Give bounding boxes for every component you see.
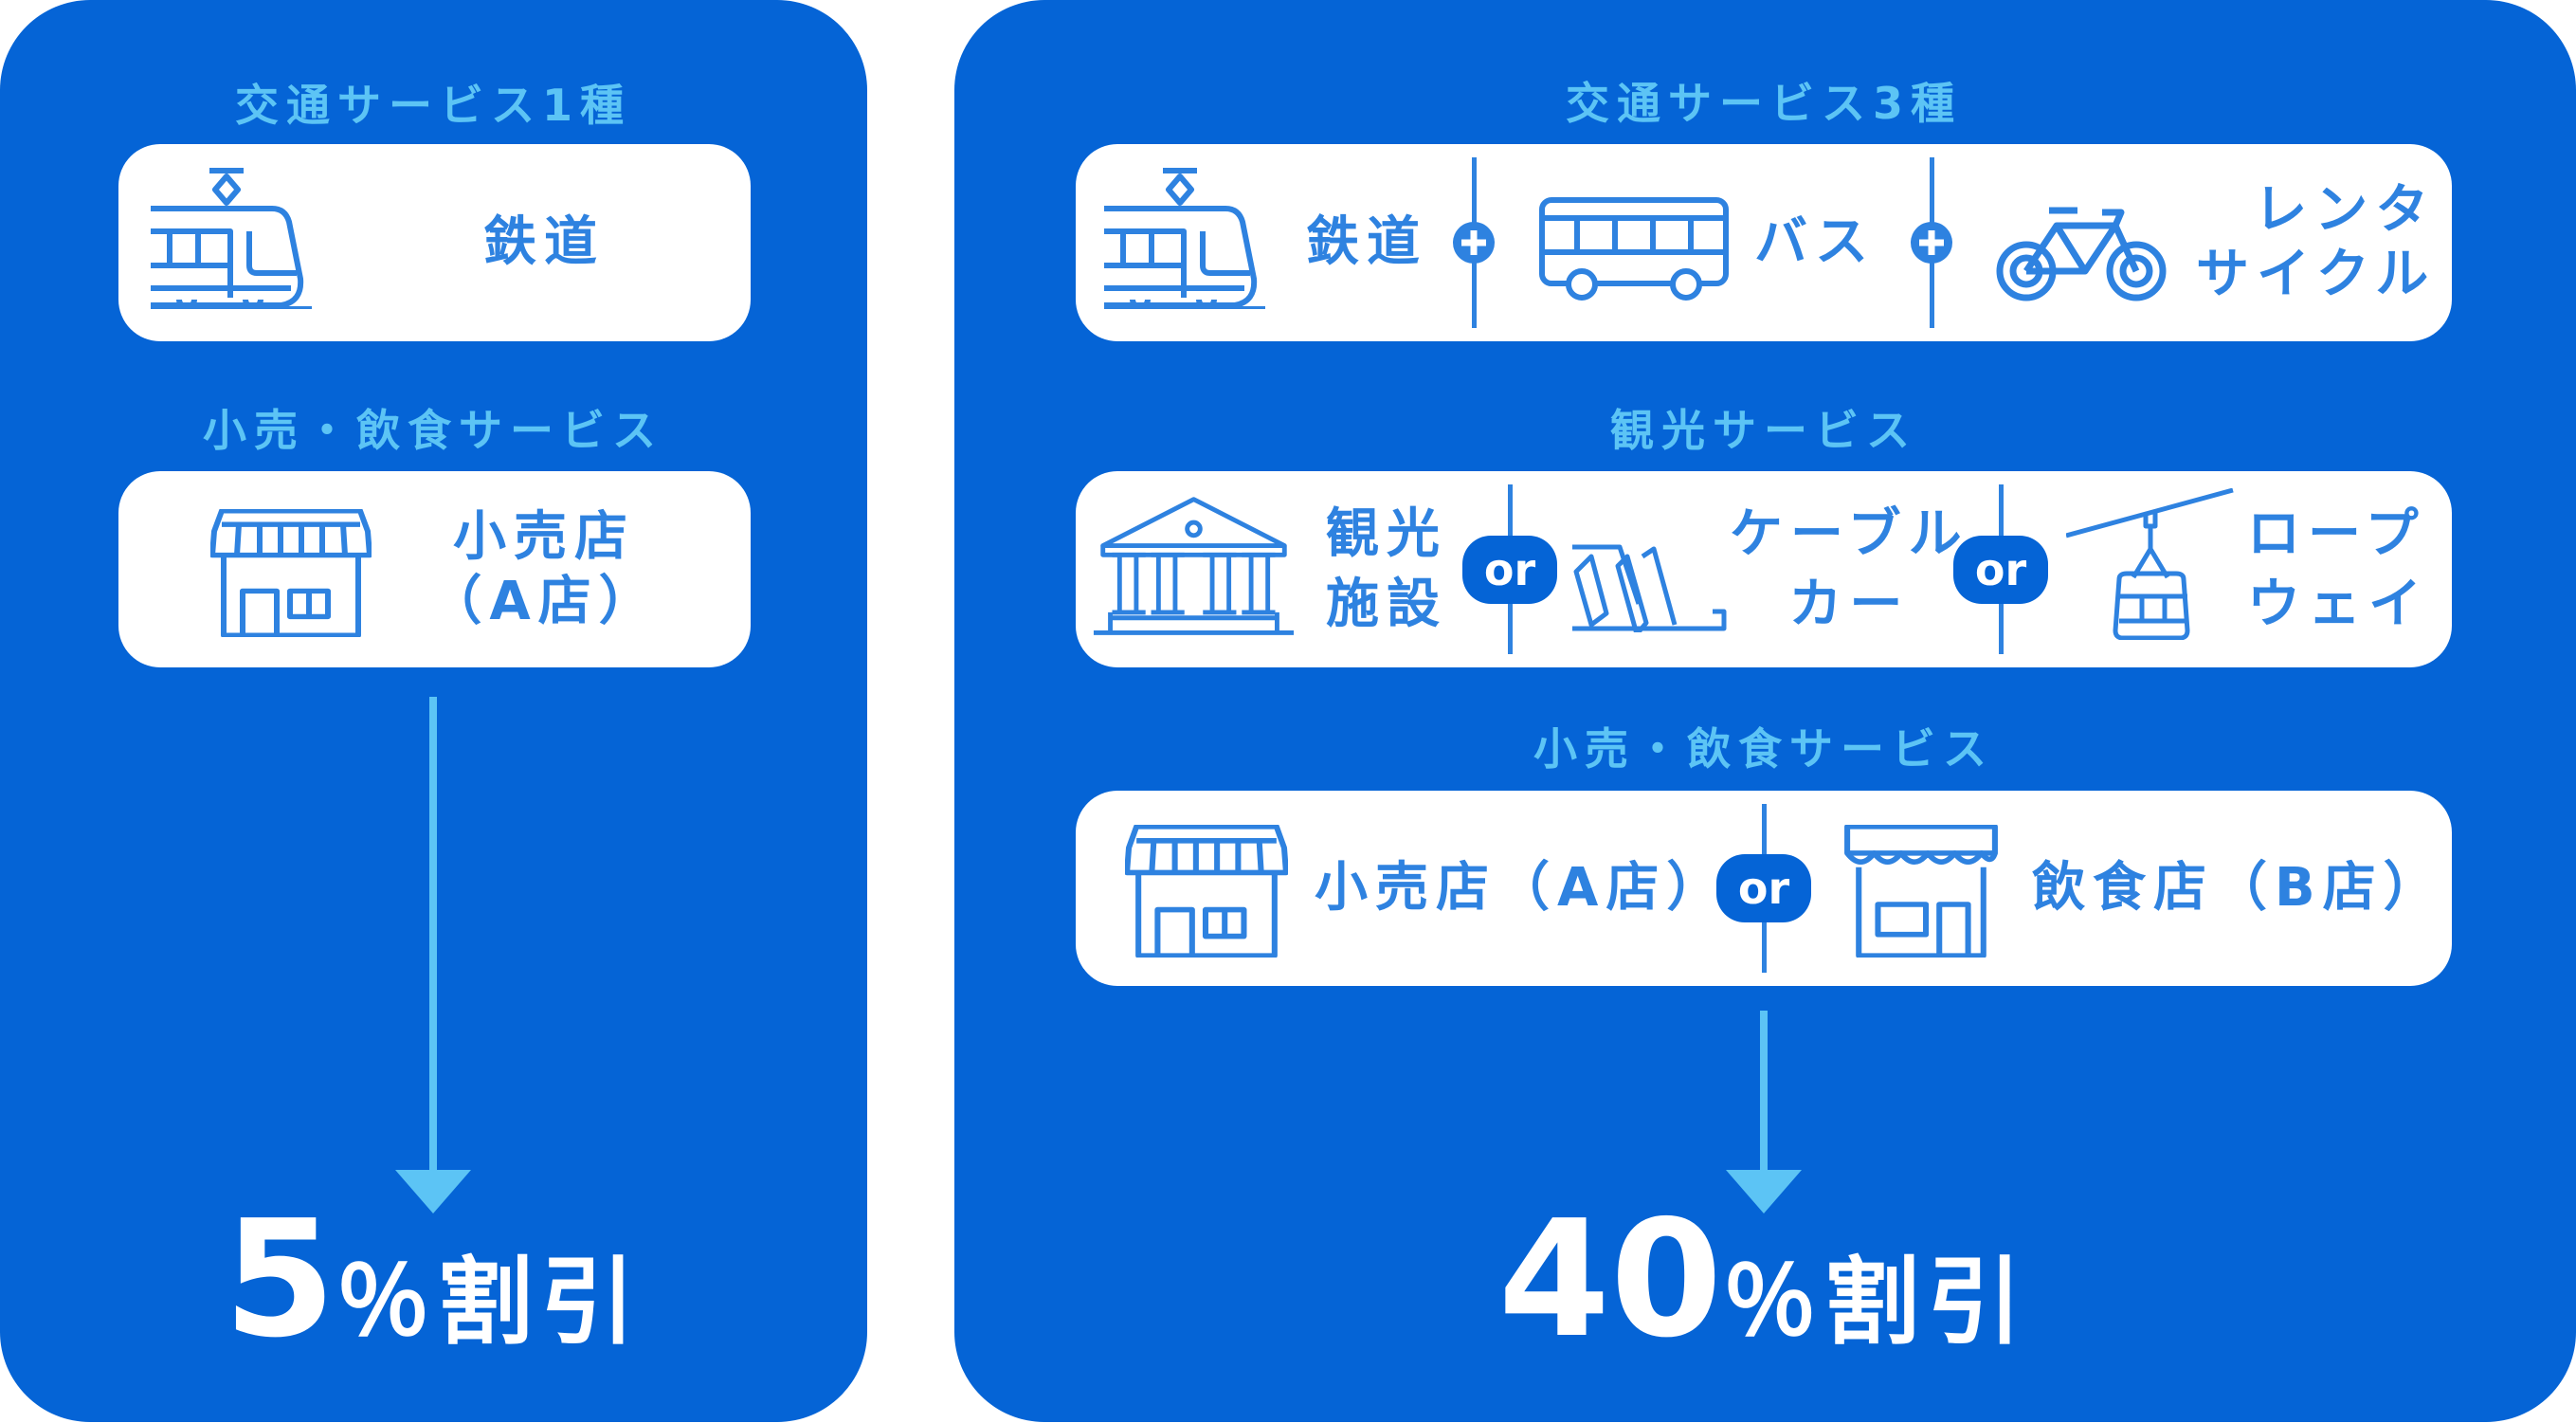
restaurant-icon (1840, 825, 2003, 958)
train-icon (151, 167, 312, 309)
restaurant-text: 飲食店（B店） (2032, 857, 2444, 919)
ropeway-line1: ロープ (2247, 503, 2426, 565)
rental-cycle-text: レンタ サイクル (2196, 178, 2436, 307)
discount-number: 40 (1497, 1186, 1723, 1374)
discount-suffix: ％割引 (1722, 1247, 2030, 1358)
retail-label: 小売・飲食サービス (203, 405, 663, 456)
cable-car-text: ケーブル カー (1730, 500, 1969, 640)
right-plan-panel: 交通サービス3種 鉄道 バス レンタ サイクル 観光サービス 観光 施設 or … (954, 0, 2576, 1422)
discount-40-percent: 40％割引 (1498, 1199, 2030, 1360)
cable-car-line2: カー (1788, 574, 1911, 635)
sightseeing-card: 観光 施設 or ケーブル カー or ロープ ウェイ (1076, 471, 2452, 667)
plus-icon (1453, 222, 1495, 264)
transport-card: 鉄道 バス レンタ サイクル (1076, 144, 2452, 341)
discount-suffix: ％割引 (336, 1247, 644, 1358)
arrow-head (1726, 1170, 1802, 1213)
or-badge: or (1716, 854, 1811, 922)
transport-label: 交通サービス1種 (234, 80, 632, 131)
shop-text: 小売店 （A店） (428, 505, 659, 634)
transport-label: 交通サービス3種 (1565, 78, 1963, 129)
shop-text-line1: 小売店 (453, 506, 635, 568)
rental-cycle-line2: サイクル (2196, 244, 2437, 305)
shop-text-line2: （A店） (428, 571, 660, 632)
plus-icon (1911, 222, 1952, 264)
ropeway-line2: ウェイ (2247, 574, 2429, 635)
cable-car-line1: ケーブル (1730, 503, 1969, 565)
train-icon (1104, 167, 1265, 309)
shop-icon (210, 509, 372, 637)
retail-label: 小売・飲食サービス (1533, 723, 1994, 775)
railway-card: 鉄道 (118, 144, 751, 341)
or-badge: or (1953, 535, 2048, 604)
museum-icon (1092, 496, 1296, 638)
discount-number: 5 (223, 1186, 336, 1374)
railway-text: 鉄道 (1306, 211, 1427, 273)
bus-icon (1539, 197, 1729, 301)
bus-text: バス (1754, 211, 1876, 273)
shop-card: 小売店 （A店） (118, 471, 751, 667)
facility-line2: 施設 (1326, 574, 1447, 635)
shop-text: 小売店（A店） (1315, 857, 1728, 919)
arrow-shaft (429, 697, 437, 1171)
sightseeing-label: 観光サービス (1610, 405, 1917, 456)
retail-card: 小売店（A店） or 飲食店（B店） (1076, 791, 2452, 986)
discount-5-percent: 5％割引 (224, 1199, 643, 1360)
ropeway-icon (2066, 488, 2237, 640)
arrow-head (395, 1170, 471, 1213)
railway-text: 鉄道 (483, 211, 605, 273)
facility-line1: 観光 (1326, 503, 1447, 565)
left-plan-panel: 交通サービス1種 鉄道 小売・飲食サービス 小売店 （A店） 5％割引 (0, 0, 867, 1422)
facility-text: 観光 施設 (1326, 500, 1447, 640)
ropeway-text: ロープ ウェイ (2247, 500, 2429, 640)
cable-car-icon (1569, 528, 1730, 632)
arrow-shaft (1760, 1011, 1768, 1172)
or-badge: or (1462, 535, 1557, 604)
shop-icon (1125, 825, 1288, 958)
rental-cycle-line1: レンタ (2254, 179, 2437, 241)
bicycle-icon (1996, 199, 2167, 303)
